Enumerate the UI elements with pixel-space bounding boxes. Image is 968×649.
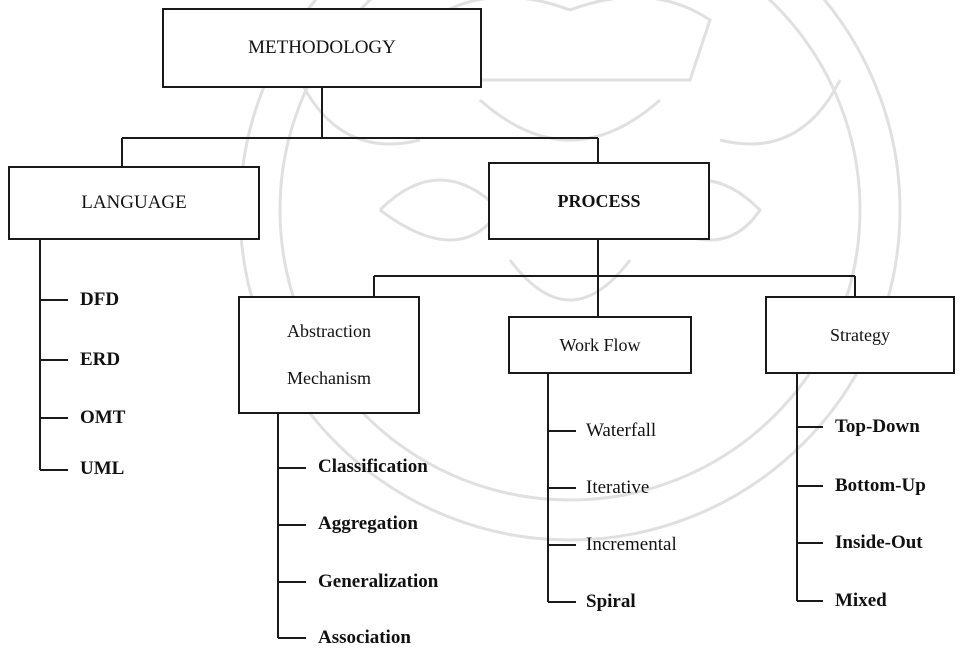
strategy-box: Strategy (765, 296, 955, 374)
language-label: LANGUAGE (81, 192, 187, 213)
process-box: PROCESS (488, 162, 710, 240)
abstraction-label-line2: Mechanism (287, 368, 371, 388)
workflow-item-waterfall: Waterfall (586, 420, 657, 441)
abstraction-item-association: Association (318, 627, 411, 648)
language-item-dfd: DFD (80, 289, 120, 310)
work-flow-box: Work Flow (508, 316, 692, 374)
workflow-item-incremental: Incremental (586, 534, 677, 555)
language-item-omt: OMT (80, 407, 126, 428)
methodology-label: METHODOLOGY (248, 37, 396, 58)
strategy-label: Strategy (830, 324, 890, 345)
strategy-item-bottom-up: Bottom-Up (835, 475, 926, 496)
language-item-uml: UML (80, 458, 125, 479)
language-box: LANGUAGE (8, 166, 260, 240)
work-flow-label: Work Flow (559, 334, 641, 355)
methodology-box: METHODOLOGY (162, 8, 482, 88)
abstraction-label-line1: Abstraction (287, 321, 371, 341)
abstraction-item-generalization: Generalization (318, 571, 439, 592)
strategy-item-mixed: Mixed (835, 590, 887, 611)
strategy-item-inside-out: Inside-Out (835, 532, 923, 553)
abstraction-mechanism-box: Abstraction Mechanism (238, 296, 420, 414)
language-item-erd: ERD (80, 349, 121, 370)
workflow-item-iterative: Iterative (586, 477, 650, 498)
abstraction-item-aggregation: Aggregation (318, 513, 418, 534)
process-label: PROCESS (557, 190, 641, 211)
strategy-item-top-down: Top-Down (835, 416, 920, 437)
abstraction-item-classification: Classification (318, 456, 428, 477)
workflow-item-spiral: Spiral (586, 591, 636, 612)
